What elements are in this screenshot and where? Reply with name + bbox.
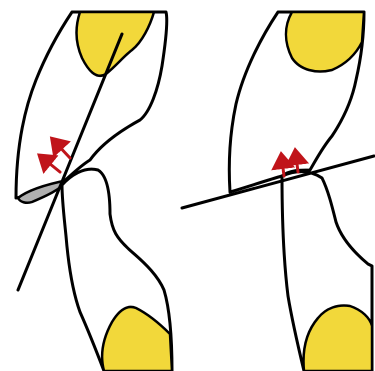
right-panel xyxy=(182,12,374,371)
left-panel xyxy=(16,12,172,371)
right-force-arrow-2 xyxy=(296,156,298,172)
right-force-arrow-1 xyxy=(282,160,284,176)
